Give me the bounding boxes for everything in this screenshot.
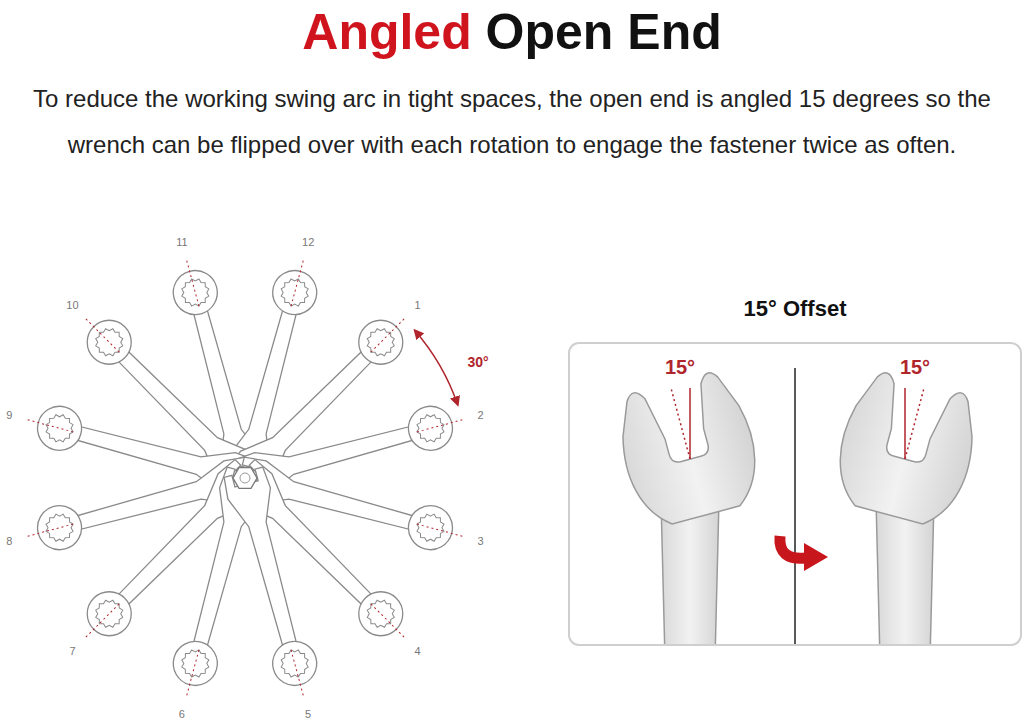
axis-dash — [85, 318, 119, 352]
flip-axis — [794, 368, 796, 645]
axis-dash — [371, 604, 405, 638]
wrench-body — [225, 458, 382, 615]
clock-number: 10 — [65, 299, 79, 311]
clock-number: 3 — [477, 535, 485, 547]
angle-arc — [415, 330, 458, 404]
wrench — [222, 467, 325, 702]
offset-panel: 15° Offset 15° 15° — [568, 292, 1022, 647]
box-end — [33, 401, 87, 455]
axis-dash — [187, 650, 199, 696]
axis-dash — [417, 420, 463, 432]
axis-dash — [291, 650, 303, 696]
axis-dash — [291, 260, 303, 306]
box-end — [350, 311, 412, 373]
flip-arrow-head — [804, 543, 828, 571]
twelve-point — [89, 322, 129, 362]
box-end — [268, 266, 322, 320]
clock-number: 2 — [477, 409, 485, 421]
angle-label: 30° — [466, 354, 489, 370]
axis-dash — [85, 604, 119, 638]
description: To reduce the working swing arc in tight… — [32, 76, 992, 168]
nut-hole — [240, 473, 250, 483]
box-end — [404, 401, 458, 455]
wrench-body — [108, 458, 265, 615]
reference-line — [689, 388, 691, 459]
jaw-axis-dash — [905, 388, 924, 459]
twelve-point — [361, 594, 401, 634]
twelve-point — [278, 275, 312, 309]
twelve-point — [361, 322, 401, 362]
jaw-axis-dash — [671, 388, 690, 459]
open-end-head — [609, 366, 768, 531]
box-end — [268, 637, 322, 691]
box-end — [350, 583, 412, 645]
twelve-point — [413, 511, 447, 545]
clock-number: 5 — [304, 708, 312, 720]
clock-number: 4 — [413, 645, 421, 657]
axis-dash — [371, 318, 405, 352]
box-end — [78, 311, 140, 373]
wrench-body — [108, 341, 265, 498]
open-end-head — [827, 366, 986, 531]
title-text: Angled Open End — [302, 2, 721, 62]
clock-number: 11 — [175, 236, 188, 248]
clock-number: 6 — [178, 708, 186, 720]
panel-outline — [569, 343, 1021, 645]
angle-label: 15° — [898, 356, 932, 379]
box-end — [78, 583, 140, 645]
wrench-star — [21, 254, 469, 702]
box-end — [168, 637, 222, 691]
flip-arrow-tail — [780, 536, 806, 558]
box-end — [404, 501, 458, 555]
clock-number: 8 — [5, 535, 13, 547]
clock-number: 12 — [301, 236, 315, 248]
axis-dash — [27, 524, 73, 536]
twelve-point — [278, 646, 312, 680]
offset-illustration — [569, 343, 1021, 645]
box-end — [168, 266, 222, 320]
twelve-point — [178, 646, 212, 680]
clock-number: 7 — [68, 645, 76, 657]
twelve-point — [178, 275, 212, 309]
twelve-point — [42, 511, 76, 545]
twelve-point — [42, 411, 76, 445]
axis-dash — [187, 260, 199, 306]
angle-label: 15° — [663, 356, 697, 379]
hex-nut — [233, 468, 257, 489]
axis-dash — [417, 524, 463, 536]
twelve-point — [89, 594, 129, 634]
twelve-point — [413, 411, 447, 445]
reference-line — [904, 388, 906, 459]
panel-ground — [569, 343, 1021, 645]
panel-heading: 15° Offset — [742, 296, 849, 322]
axis-dash — [27, 420, 73, 432]
clock-number: 9 — [5, 409, 13, 421]
box-end — [33, 501, 87, 555]
clock-number: 1 — [413, 299, 421, 311]
wrench-body — [225, 341, 382, 498]
wrench-body — [222, 467, 311, 650]
panel-outline-svg — [568, 292, 1022, 647]
title: Angled Open End — [0, 2, 1024, 62]
